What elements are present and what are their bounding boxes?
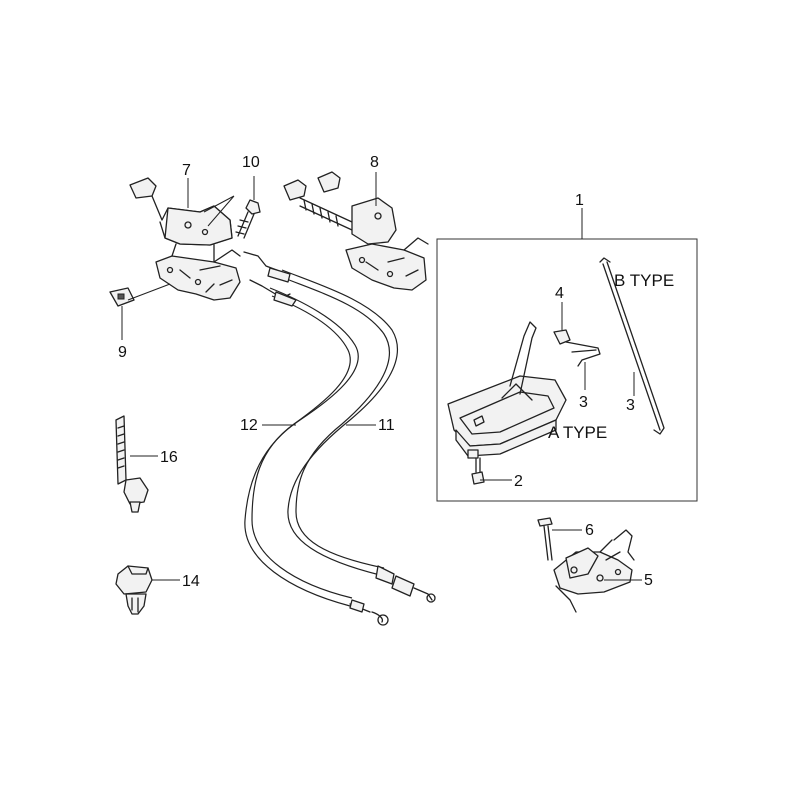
callout-1: 1 bbox=[575, 192, 584, 209]
callout-11: 11 bbox=[378, 417, 395, 434]
part-16-cable-tie bbox=[115, 415, 149, 513]
part-1-group-box bbox=[436, 238, 698, 502]
callout-4: 4 bbox=[555, 285, 564, 302]
callout-14: 14 bbox=[182, 573, 200, 590]
cable-11 bbox=[243, 251, 436, 603]
callout-5: 5 bbox=[644, 572, 653, 589]
callout-8: 8 bbox=[370, 154, 379, 171]
label-a-type: A TYPE bbox=[548, 423, 607, 442]
callout-16: 16 bbox=[160, 449, 178, 466]
callout-labels: 1 2 3 3 4 5 6 7 8 9 10 11 12 14 16 bbox=[118, 154, 653, 590]
cable-12 bbox=[244, 279, 389, 626]
callout-9: 9 bbox=[118, 344, 127, 361]
callout-2: 2 bbox=[514, 473, 523, 490]
callout-7: 7 bbox=[182, 162, 191, 179]
part-8-release-bracket bbox=[283, 171, 429, 291]
part-10-bolt bbox=[235, 199, 261, 239]
callout-3a: 3 bbox=[579, 394, 588, 411]
callout-6: 6 bbox=[585, 522, 594, 539]
part-b-type-rod bbox=[599, 257, 665, 435]
part-a-type-lever bbox=[447, 321, 601, 485]
part-14-clip bbox=[115, 565, 153, 615]
label-b-type: B TYPE bbox=[614, 271, 674, 290]
part-5-latch bbox=[537, 517, 635, 613]
part-9-clip bbox=[109, 287, 135, 307]
part-7-release-bracket bbox=[129, 177, 241, 301]
callout-3b: 3 bbox=[626, 397, 635, 414]
leader-lines bbox=[121, 172, 642, 581]
callout-10: 10 bbox=[242, 154, 260, 171]
callout-12: 12 bbox=[240, 417, 258, 434]
type-labels: B TYPE A TYPE bbox=[548, 271, 674, 442]
